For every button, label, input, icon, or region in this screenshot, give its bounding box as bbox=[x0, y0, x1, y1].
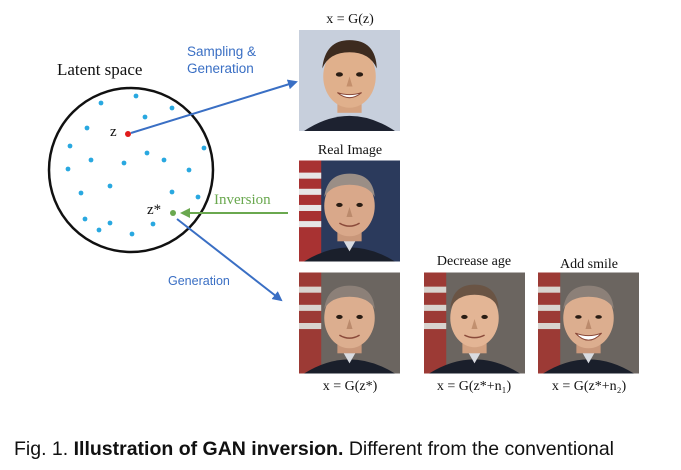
latent-dot bbox=[144, 150, 150, 156]
age-edit-caption: x = G(z*+n₁) bbox=[437, 379, 512, 394]
latent-dot bbox=[121, 160, 127, 166]
latent-dot bbox=[150, 221, 156, 227]
latent-dot bbox=[107, 183, 113, 189]
latent-space-label: Latent space bbox=[57, 60, 142, 79]
sampling-label-line1: Sampling & bbox=[187, 44, 256, 59]
latent-dot bbox=[84, 125, 90, 131]
latent-dot bbox=[195, 194, 201, 200]
inversion-label: Inversion bbox=[214, 192, 271, 208]
latent-dot bbox=[129, 231, 135, 237]
z-star-point bbox=[170, 210, 176, 216]
latent-dot bbox=[82, 216, 88, 222]
z-point bbox=[125, 131, 131, 137]
smiling-face-image bbox=[538, 271, 639, 375]
gan-inversion-diagram: Latent space z z* Sampling & Generation … bbox=[47, 12, 639, 394]
latent-dot bbox=[142, 114, 148, 120]
latent-dot bbox=[78, 190, 84, 196]
latent-dot bbox=[186, 167, 192, 173]
smile-edit-caption: x = G(z*+n₂) bbox=[552, 379, 627, 394]
decrease-age-caption: Decrease age bbox=[437, 254, 511, 269]
top-image-caption: x = G(z) bbox=[326, 12, 374, 27]
figure-caption-prefix: Fig. 1. bbox=[14, 438, 69, 460]
latent-dot bbox=[169, 189, 175, 195]
latent-dot bbox=[161, 157, 167, 163]
latent-dot bbox=[133, 93, 139, 99]
z-label: z bbox=[110, 124, 117, 140]
real-face-image bbox=[299, 159, 400, 263]
sampling-arrow bbox=[130, 79, 298, 134]
latent-dot bbox=[169, 105, 175, 111]
z-star-label: z* bbox=[147, 202, 161, 218]
generated-face-image bbox=[299, 29, 400, 132]
add-smile-caption: Add smile bbox=[560, 257, 618, 272]
real-image-caption: Real Image bbox=[318, 143, 382, 158]
latent-dot bbox=[98, 100, 104, 106]
latent-dot bbox=[201, 145, 207, 151]
figure-caption-text: Different from the conventional bbox=[348, 438, 615, 460]
sampling-label-line2: Generation bbox=[187, 61, 254, 76]
latent-dots bbox=[65, 93, 207, 237]
younger-face-image bbox=[424, 271, 525, 375]
latent-dot bbox=[96, 227, 102, 233]
latent-dot bbox=[107, 220, 113, 226]
latent-dot bbox=[88, 157, 94, 163]
reconstructed-face-image bbox=[299, 271, 400, 375]
figure-caption: Fig. 1. Illustration of GAN inversion. D… bbox=[14, 438, 674, 461]
generation-arrow bbox=[176, 218, 283, 302]
figure-caption-title: Illustration of GAN inversion. bbox=[73, 438, 344, 460]
reconstruction-caption: x = G(z*) bbox=[323, 379, 378, 394]
latent-dot bbox=[67, 143, 73, 149]
latent-dot bbox=[65, 166, 71, 172]
generation-label: Generation bbox=[168, 274, 230, 288]
